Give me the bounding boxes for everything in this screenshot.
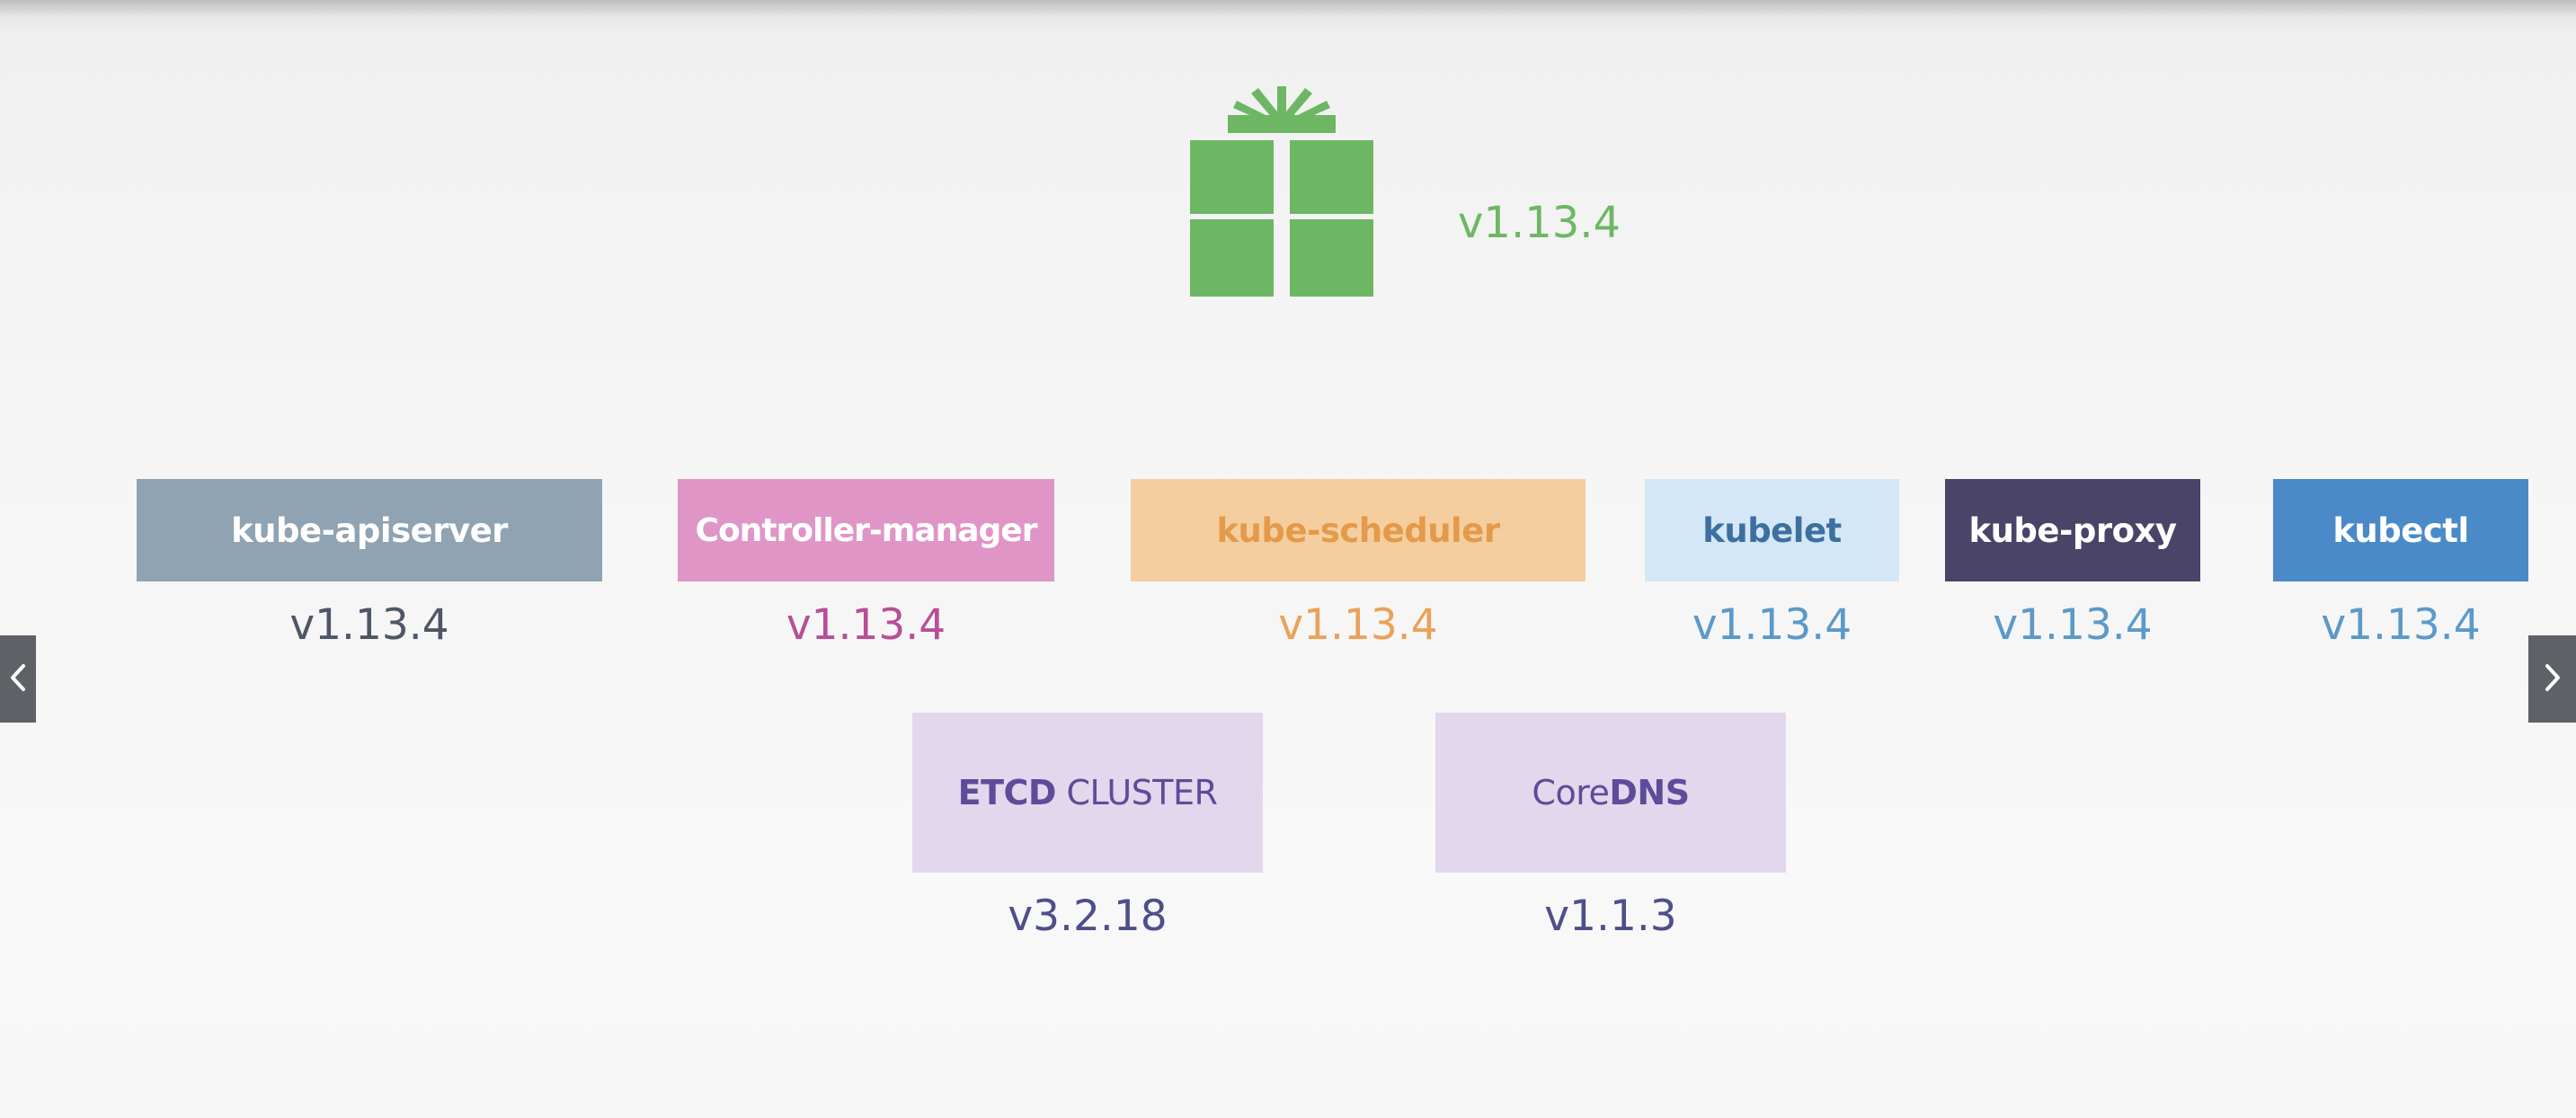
etcd-label-regular: CLUSTER [1066,773,1218,812]
kube-apiserver-version: v1.13.4 [289,600,449,650]
coredns-version: v1.1.3 [1544,892,1677,941]
kubectl-version: v1.13.4 [2321,600,2481,650]
chevron-left-icon [9,662,27,697]
next-slide-button[interactable] [2528,635,2576,723]
kube-scheduler-box: kube-scheduler [1131,479,1586,581]
kube-apiserver-box: kube-apiserver [137,479,602,581]
release-version: v1.13.4 [1458,198,1621,248]
kubelet-version: v1.13.4 [1692,600,1852,650]
kubectl-box: kubectl [2273,479,2528,581]
etcd-label-bold: ETCD [957,773,1057,812]
kube-scheduler-version: v1.13.4 [1278,600,1438,650]
controller-manager-version: v1.13.4 [786,600,946,650]
chevron-right-icon [2544,662,2562,697]
gift-icon [1186,83,1377,298]
etcd-cluster-version: v3.2.18 [1008,892,1168,941]
controller-manager-box: Controller-manager [678,479,1054,581]
previous-slide-button[interactable] [0,635,36,723]
kubelet-box: kubelet [1645,479,1899,581]
kube-proxy-box: kube-proxy [1945,479,2200,581]
coredns-label-regular: Core [1532,773,1610,812]
etcd-cluster-box: ETCD CLUSTER [912,713,1263,873]
kube-proxy-version: v1.13.4 [1993,600,2153,650]
coredns-label-bold: DNS [1609,773,1690,812]
